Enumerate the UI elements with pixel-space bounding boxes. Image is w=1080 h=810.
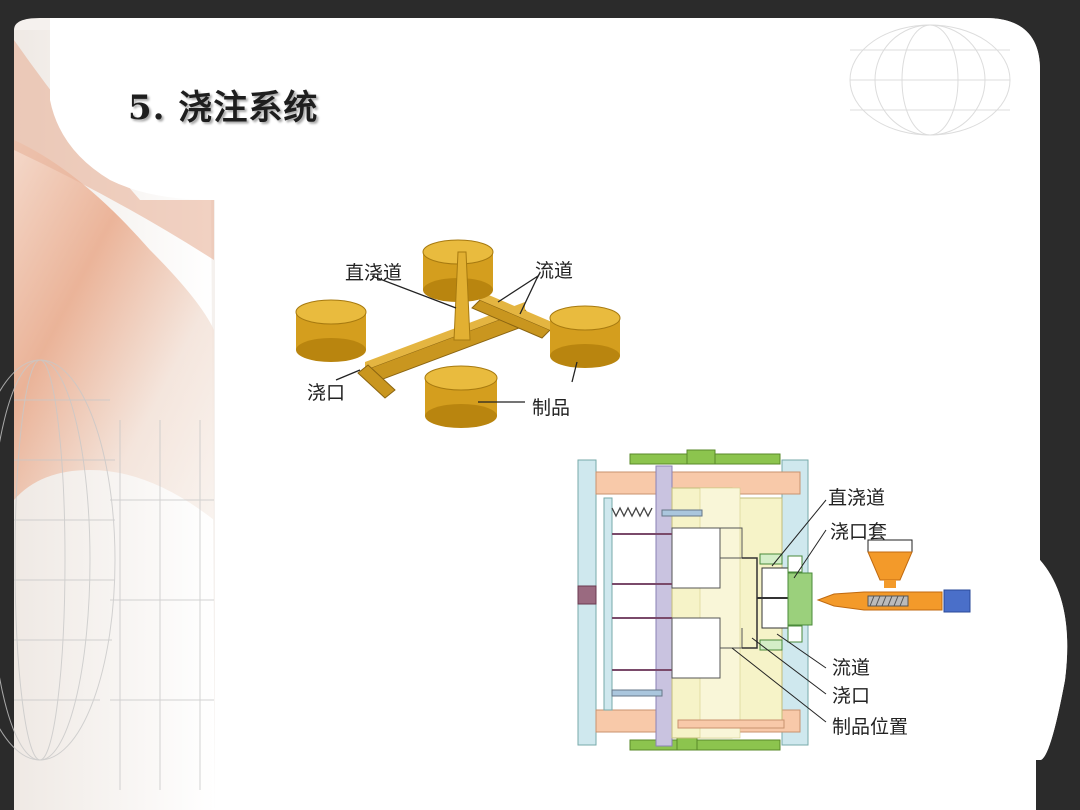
part-cavity-left bbox=[295, 299, 367, 362]
mold-cross-section-diagram bbox=[577, 449, 971, 751]
label-runner-top: 流道 bbox=[535, 260, 574, 282]
label-gate-top: 浇口 bbox=[307, 382, 346, 404]
label-gate-mold: 浇口 bbox=[832, 685, 871, 707]
gating-system-3d-diagram bbox=[295, 239, 621, 428]
label-runner-mold: 流道 bbox=[832, 657, 871, 679]
label-part-position: 制品位置 bbox=[832, 716, 909, 738]
runner-bars bbox=[357, 293, 552, 399]
label-sprue-bushing: 浇口套 bbox=[830, 521, 888, 543]
part-cavity-right bbox=[549, 305, 621, 368]
part-cavity-bottom bbox=[424, 365, 498, 428]
label-sprue-mold: 直浇道 bbox=[828, 487, 886, 509]
slide-title: 5. 浇注系统 bbox=[128, 88, 319, 128]
sprue-cone bbox=[453, 251, 471, 341]
label-part-top: 制品 bbox=[532, 397, 571, 419]
label-sprue-top: 直浇道 bbox=[345, 262, 403, 284]
